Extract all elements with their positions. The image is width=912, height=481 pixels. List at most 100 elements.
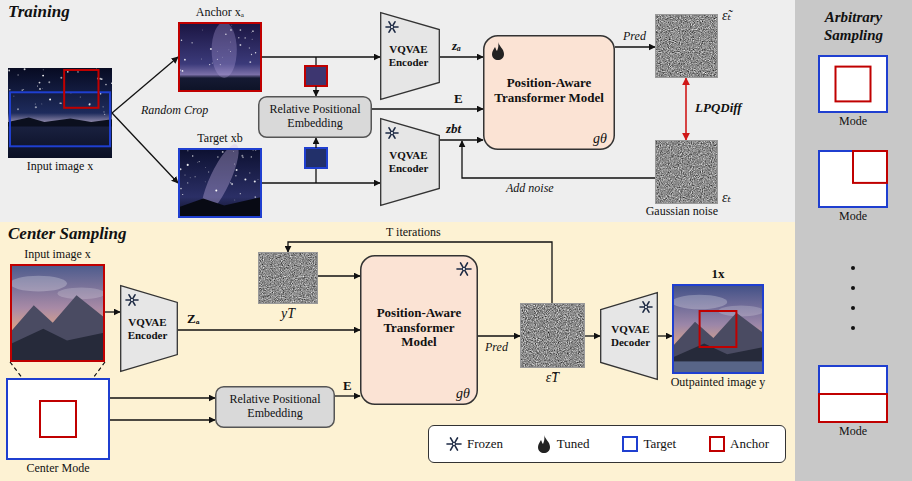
snowflake-arm	[129, 295, 135, 305]
photo	[8, 68, 112, 158]
star	[182, 194, 183, 195]
cloud	[672, 295, 727, 309]
star	[17, 108, 19, 110]
legend-item: Anchor	[708, 435, 769, 453]
node-text: Arbitrary Sampling	[799, 8, 908, 44]
edge-label: Zₐ	[186, 312, 200, 326]
anchor-frame	[64, 70, 98, 108]
node-text: VQVAE Encoder	[383, 149, 434, 174]
mountain	[672, 313, 764, 374]
noise-border	[521, 304, 585, 368]
encoder-trapezoid	[381, 13, 440, 100]
edge-label: zₐ	[451, 39, 462, 53]
node-shape	[10, 264, 105, 362]
star	[59, 103, 60, 104]
snowflake-arm	[640, 306, 652, 308]
snowflake-arm	[386, 26, 398, 28]
star	[37, 85, 38, 86]
star	[195, 176, 196, 177]
legend-text: Tuned	[557, 436, 590, 452]
star	[23, 89, 24, 90]
connector	[478, 335, 520, 336]
legend-icon	[621, 435, 639, 453]
star	[182, 70, 184, 72]
connector	[262, 182, 380, 183]
connector	[110, 397, 215, 398]
target-frame	[819, 366, 887, 422]
legend-text: Target	[643, 436, 676, 452]
star	[80, 96, 81, 97]
star	[222, 151, 224, 153]
star	[60, 77, 62, 79]
text-holder: Relative Positional Embedding	[215, 386, 335, 428]
transformer-box	[361, 256, 478, 405]
star	[39, 88, 41, 90]
node-text: Mode	[839, 425, 867, 439]
star	[252, 39, 253, 40]
snowflake-arm	[457, 268, 471, 270]
mountain	[10, 295, 105, 362]
node-text: Position-Aware Transformer Model	[368, 306, 470, 351]
free-label: Add noise	[505, 182, 555, 195]
branch-line	[315, 57, 316, 66]
snowflake-arm	[389, 22, 395, 32]
node-text: Input image x	[27, 160, 94, 174]
cloud	[10, 276, 67, 292]
node-text: Gaussian noise	[646, 205, 718, 219]
free-label: Random Crop	[140, 104, 209, 117]
snowflake-core	[644, 305, 647, 308]
photo	[672, 284, 764, 374]
star	[24, 68, 26, 70]
star	[43, 69, 44, 70]
node-shape	[6, 378, 110, 460]
text-holder: Position-Aware Transformer Model	[360, 255, 478, 405]
star	[217, 51, 219, 53]
noise-image: ε̃ₜ	[655, 14, 718, 78]
noise-image	[655, 140, 718, 204]
node-shape	[8, 68, 112, 158]
star	[48, 81, 50, 83]
node-text: Mode	[839, 210, 867, 224]
star	[239, 44, 241, 46]
snowflake-icon	[640, 302, 652, 312]
anchor-frame	[700, 311, 737, 347]
ellipsis-dot	[851, 266, 855, 270]
mountain	[178, 197, 262, 218]
node-text: Center Mode	[27, 462, 90, 476]
connector	[335, 395, 360, 396]
star	[230, 182, 231, 183]
star	[234, 163, 236, 165]
star	[41, 103, 43, 105]
input-image: Input image x	[10, 264, 105, 362]
encoder-block: VQVAE Encoder	[380, 118, 440, 206]
node-text: Relative Positional Embedding	[261, 103, 369, 131]
noise-border	[656, 141, 718, 204]
connector	[440, 56, 483, 57]
star	[210, 48, 212, 50]
noise-image: ε̃T	[520, 303, 585, 368]
node-shape	[818, 55, 888, 113]
star	[217, 156, 219, 158]
star	[200, 58, 202, 60]
text-holder: VQVAE Decoder	[600, 292, 658, 380]
anchor-frame	[40, 401, 76, 437]
star	[197, 161, 199, 163]
star	[189, 177, 191, 179]
edge-label: T iterations	[385, 226, 442, 239]
star	[42, 75, 44, 77]
star	[77, 71, 79, 73]
snowflake-arm	[389, 22, 395, 32]
connector	[110, 419, 215, 420]
star	[236, 169, 238, 171]
flame-icon	[538, 435, 550, 453]
star	[249, 172, 250, 173]
branch-line	[315, 168, 316, 183]
star	[181, 40, 182, 41]
star	[231, 24, 233, 26]
snowflake-core	[390, 131, 393, 134]
image-border	[673, 285, 763, 373]
star	[103, 106, 104, 107]
encoder-block: VQVAE Encoder	[380, 12, 440, 100]
star	[240, 193, 241, 194]
